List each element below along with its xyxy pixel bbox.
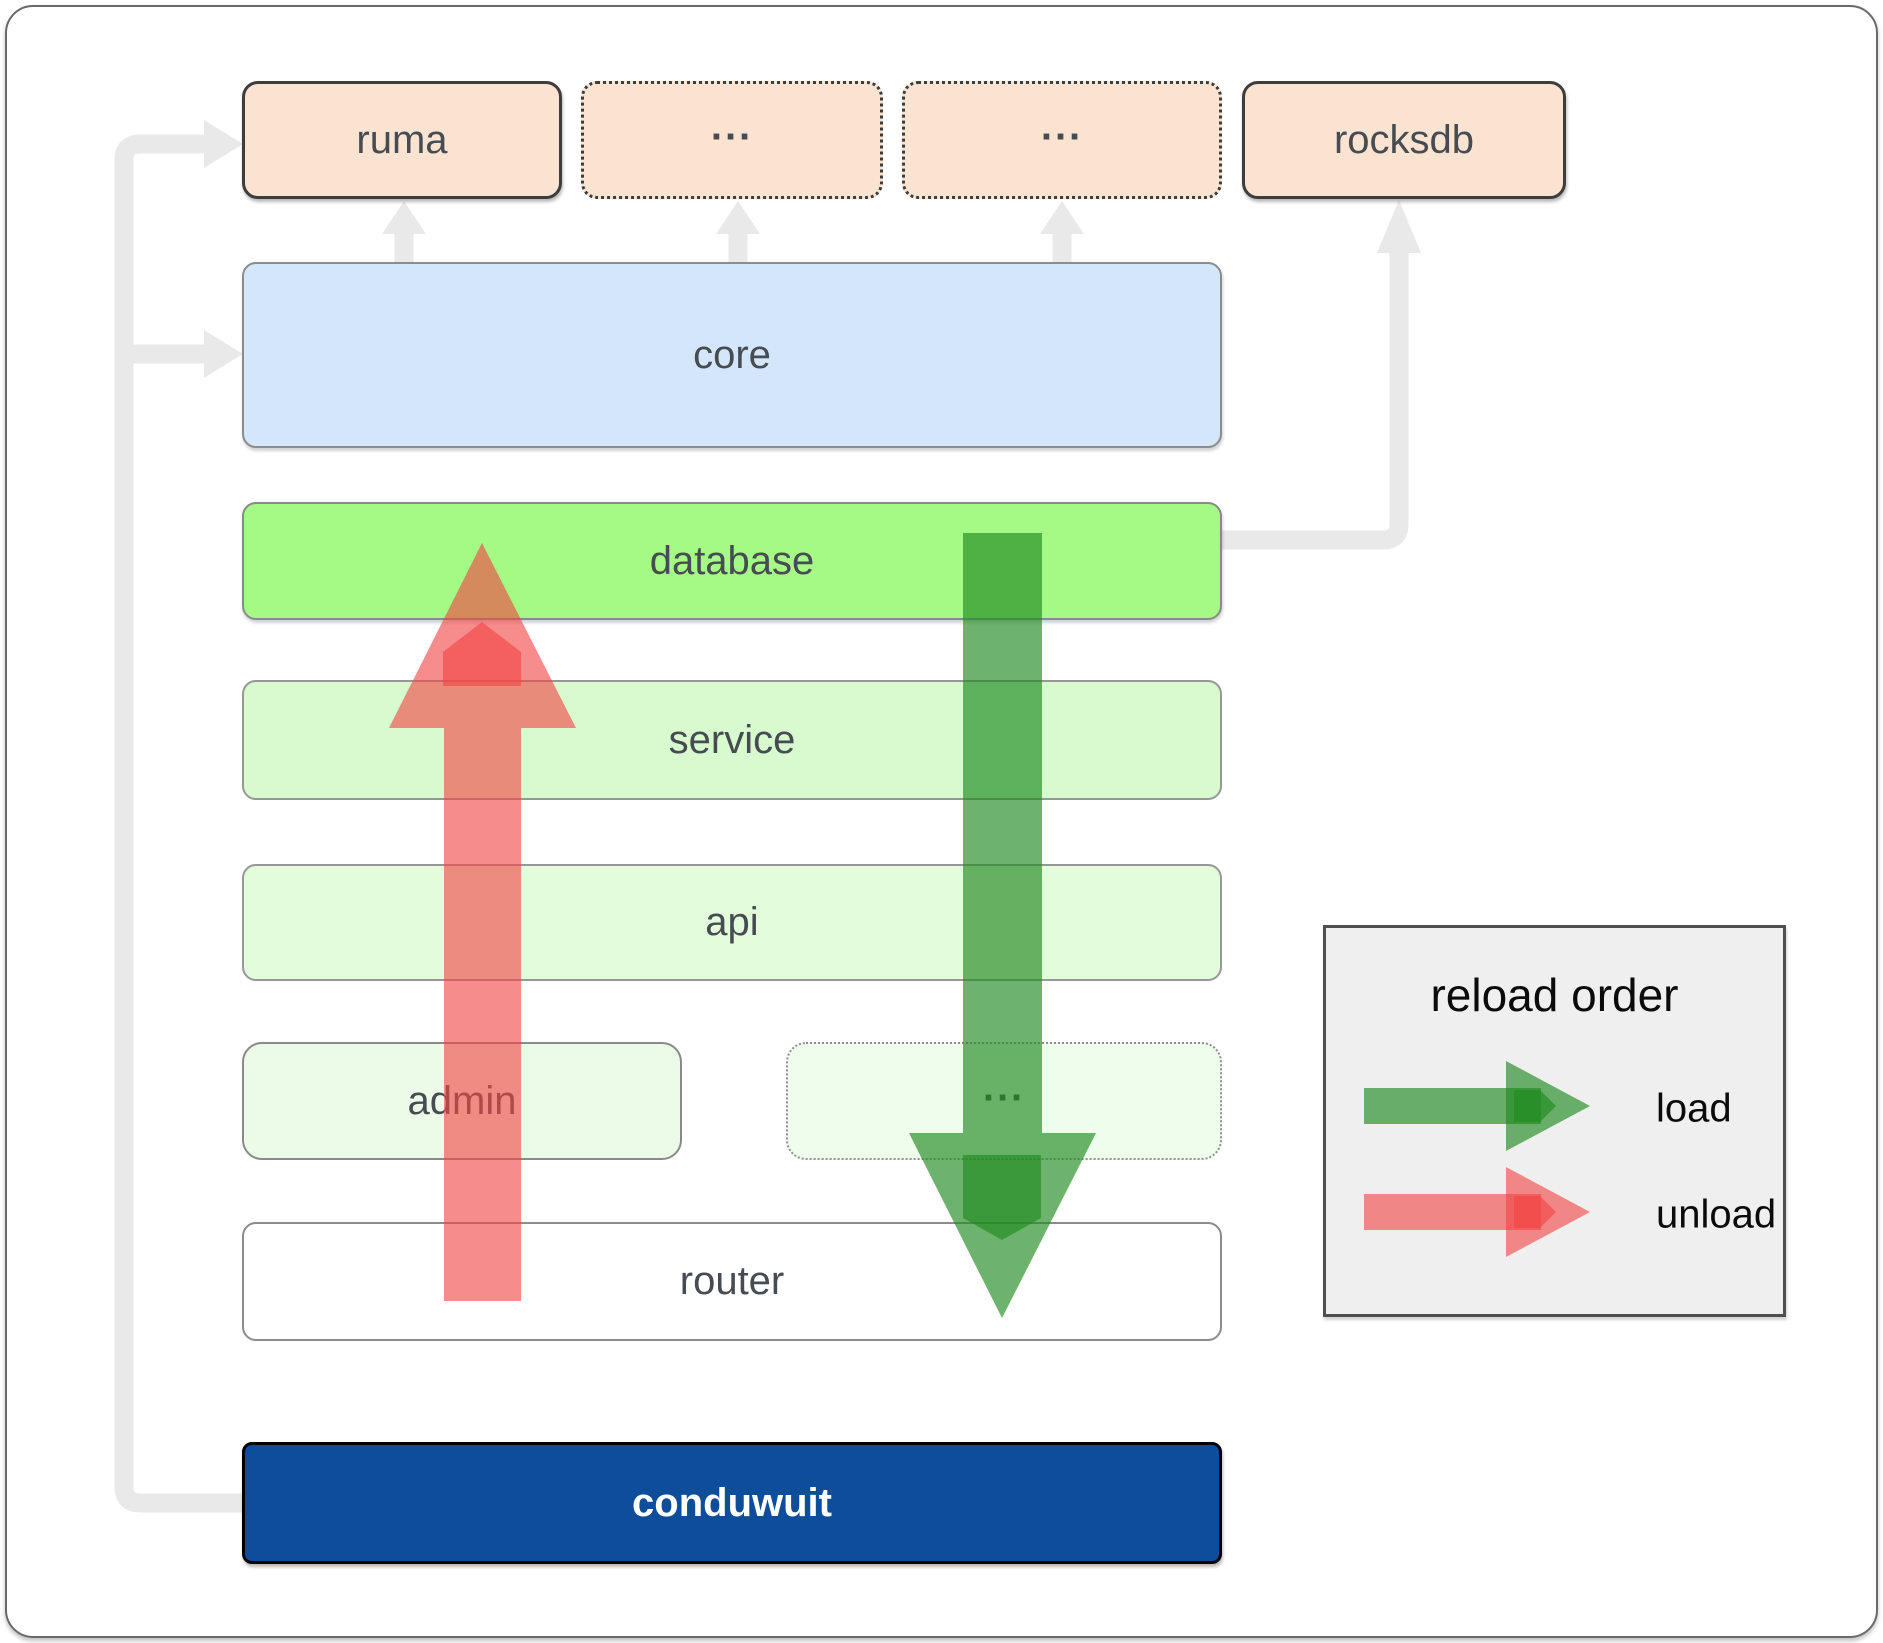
node-ellipsis-top-1: ...: [581, 81, 883, 199]
diagram-outer-border: [5, 5, 1878, 1638]
node-api: api: [242, 864, 1222, 981]
node-ellipsis-top-2: ...: [902, 81, 1222, 199]
node-database: database: [242, 502, 1222, 620]
node-router: router: [242, 1222, 1222, 1341]
node-ellipsis-top-2-label: ...: [1040, 104, 1084, 148]
node-service: service: [242, 680, 1222, 800]
node-admin: admin: [242, 1042, 682, 1160]
node-ruma: ruma: [242, 81, 562, 199]
node-ellipsis-admin-row-label: ...: [982, 1065, 1026, 1109]
node-conduwuit: conduwuit: [242, 1442, 1222, 1564]
node-service-label: service: [668, 717, 796, 762]
node-ellipsis-top-1-label: ...: [710, 104, 754, 148]
node-rocksdb-label: rocksdb: [1333, 117, 1475, 162]
node-api-label: api: [705, 900, 759, 944]
node-core-label: core: [693, 332, 771, 377]
legend: reload order load unload: [1323, 925, 1786, 1317]
node-conduwuit-label: conduwuit: [632, 1480, 832, 1525]
node-ruma-label: ruma: [356, 117, 448, 162]
node-core: core: [242, 262, 1222, 448]
legend-item-load-label: load: [1656, 1086, 1732, 1131]
node-admin-label: admin: [407, 1078, 517, 1123]
legend-title: reload order: [1430, 969, 1679, 1021]
node-router-label: router: [679, 1259, 785, 1303]
node-database-label: database: [649, 538, 815, 583]
node-rocksdb: rocksdb: [1242, 81, 1566, 199]
legend-item-unload-label: unload: [1656, 1192, 1777, 1237]
node-ellipsis-admin-row: ...: [786, 1042, 1222, 1160]
